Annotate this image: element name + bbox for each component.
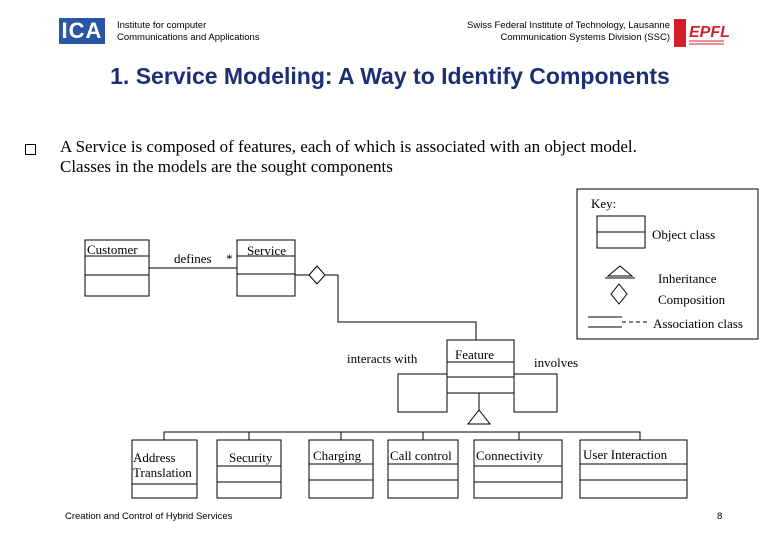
security-class [216,439,282,499]
institute-name-left: Institute for computer Communications an… [117,20,260,44]
charging-label: Charging [313,448,362,463]
footer-text: Creation and Control of Hybrid Services [65,511,233,522]
call-control-label: Call control [390,448,452,463]
interacts-with-association [397,373,448,413]
page-number: 8 [717,511,723,522]
address-line-2: Translation [133,465,192,480]
epfl-logo: EPFL [674,19,730,47]
composition-diamond [308,265,326,285]
interacts-with-label: interacts with [347,351,418,366]
institute-line-1: Institute for computer [117,20,207,31]
bullet-text: A Service is composed of features, each … [60,137,760,177]
key-box [576,188,759,340]
service-label: Service [247,243,286,258]
svg-text:EPFL: EPFL [689,24,730,41]
charging-class [308,439,374,499]
epfl-line-2: Communication Systems Division (SSC) [500,32,670,43]
epfl-line-1: Swiss Federal Institute of Technology, L… [467,20,670,31]
bullet-checkbox-icon [25,144,36,155]
key-inheritance-label: Inheritance [658,271,717,286]
key-association-label: Association class [653,316,743,331]
feature-class [446,339,515,394]
institute-line-2: Communications and Applications [117,32,260,43]
slide-title: 1. Service Modeling: A Way to Identify C… [110,63,670,89]
customer-label: Customer [87,242,138,257]
feature-label: Feature [455,347,494,362]
institute-name-right: Swiss Federal Institute of Technology, L… [467,20,670,44]
involves-association [513,373,558,413]
key-object-class-label: Object class [652,227,716,242]
address-line-1: Address [133,450,176,465]
multiplicity-label: * [226,251,233,266]
bullet-line-1: A Service is composed of features, each … [60,137,637,156]
involves-label: involves [534,355,579,370]
key-inheritance-symbol [606,265,634,277]
service-feature-link [325,274,477,340]
defines-label: defines [174,251,212,266]
inheritance-triangle [466,409,492,425]
address-translation-label: Address Translation [133,450,192,480]
security-label: Security [229,450,273,465]
address-translation-class [131,439,198,499]
call-control-class [387,439,459,499]
user-interaction-label: User Interaction [583,447,668,462]
ica-logo: ICA [59,18,105,44]
key-composition-symbol [610,283,628,305]
connectivity-label: Connectivity [476,448,544,463]
connectivity-class [473,439,563,499]
key-title: Key: [591,196,617,211]
bullet-line-2: Classes in the models are the sought com… [60,157,393,176]
key-composition-label: Composition [658,292,726,307]
user-interaction-class [579,439,688,499]
